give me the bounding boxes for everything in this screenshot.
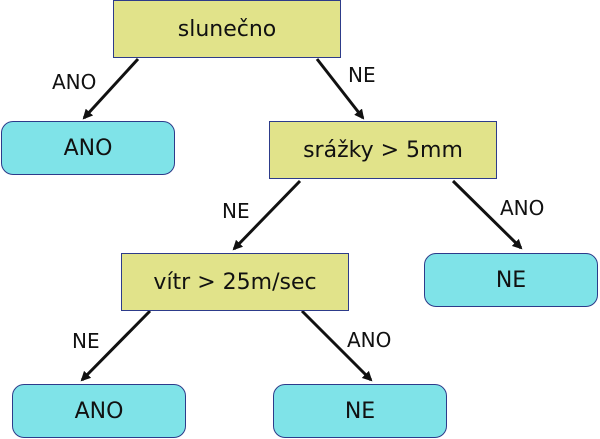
edge-label-rain-ne: ANO: [500, 196, 544, 220]
edge-label-wind-ne: ANO: [347, 328, 391, 352]
edge-label-root-ano: ANO: [52, 70, 96, 94]
edge-label-rain-wind: NE: [222, 199, 250, 223]
edge-rain-to-ne: [451, 179, 523, 250]
edge-root-to-ano: [82, 57, 140, 120]
edge-label-root-rain: NE: [348, 63, 376, 87]
leaf-ne-bottom: NE: [273, 384, 447, 438]
leaf-ne-right: NE: [424, 253, 598, 307]
node-rain-srazky: srážky > 5mm: [269, 121, 497, 179]
edge-root-to-rain: [315, 58, 365, 120]
edge-wind-to-ano: [80, 309, 152, 382]
node-root-slunecno: slunečno: [113, 0, 341, 58]
edge-wind-to-ne: [300, 309, 373, 382]
leaf-ano-top: ANO: [1, 121, 175, 175]
edge-label-wind-ano: NE: [72, 329, 100, 353]
node-wind-vitr: vítr > 25m/sec: [121, 253, 349, 311]
edge-rain-to-wind: [232, 179, 302, 251]
leaf-ano-bottom: ANO: [12, 384, 186, 438]
